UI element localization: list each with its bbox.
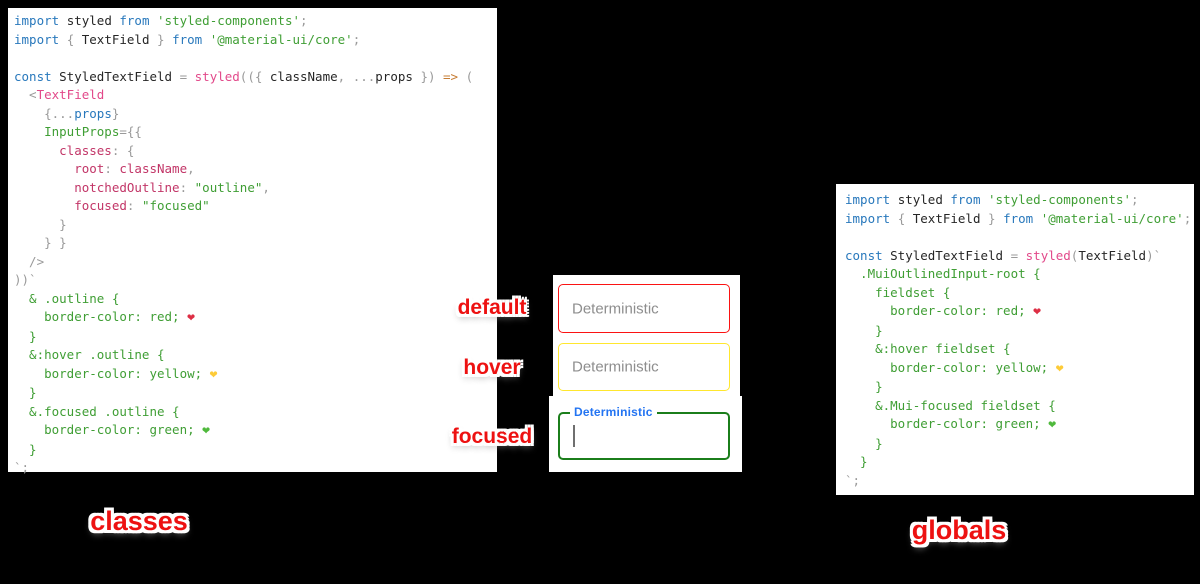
code-line: const StyledTextField = styled(TextField… — [845, 247, 1162, 263]
code-line: notchedOutline: "outline", — [14, 179, 270, 195]
heart-green-icon: ❤ — [202, 423, 210, 438]
state-label-focused: focused — [451, 425, 533, 448]
code-line: fieldset { — [845, 284, 951, 300]
code-line: focused: "focused" — [14, 198, 210, 213]
code-line: border-color: red; ❤ — [14, 309, 195, 325]
code-line: ))` — [14, 272, 37, 287]
code-line: } — [845, 322, 883, 338]
globals-code-panel: import styled from 'styled-components'; i… — [836, 184, 1194, 495]
code-line: & .outline { — [14, 290, 120, 306]
code-line: {...props} — [14, 105, 120, 121]
textfield-focused[interactable]: Deterministic — [558, 405, 730, 460]
code-line: `; — [845, 472, 861, 488]
code-line: border-color: yellow; ❤ — [14, 365, 218, 382]
code-line: } — [14, 385, 37, 400]
text-cursor — [573, 425, 575, 447]
heart-yellow-icon: ❤ — [1055, 360, 1064, 376]
code-line: } — [845, 454, 868, 469]
code-line: } — [845, 435, 883, 451]
code-line: import { TextField } from '@material-ui/… — [14, 31, 361, 47]
code-line: /> — [14, 253, 45, 269]
code-line: border-color: green; ❤ — [14, 422, 210, 438]
code-line — [14, 49, 497, 68]
code-line: InputProps={{ — [14, 124, 142, 139]
code-line: import styled from 'styled-components'; — [14, 13, 308, 28]
state-label-hover: hover — [463, 356, 521, 379]
code-line: &.Mui-focused fieldset { — [845, 397, 1056, 413]
code-line: } — [14, 441, 37, 457]
heart-red-icon: ❤ — [1033, 304, 1041, 319]
code-line: &:hover fieldset { — [845, 341, 1011, 356]
code-line: } } — [14, 235, 67, 250]
code-line: } — [845, 379, 883, 394]
textfield-hover[interactable]: Deterministic — [558, 343, 730, 391]
code-line: `; — [14, 460, 30, 475]
code-line: <TextField — [14, 87, 105, 102]
code-line: .MuiOutlinedInput-root { — [845, 266, 1041, 281]
textfield-default[interactable]: Deterministic — [558, 284, 730, 333]
code-line: root: className, — [14, 161, 195, 176]
code-line: } — [14, 328, 37, 344]
code-line: import { TextField } from '@material-ui/… — [845, 210, 1192, 226]
code-line: &:hover .outline { — [14, 347, 165, 362]
code-line: import styled from 'styled-components'; — [845, 192, 1139, 207]
code-line: border-color: yellow; ❤ — [845, 359, 1064, 376]
code-line: classes: { — [14, 142, 135, 158]
heart-green-icon: ❤ — [1048, 417, 1057, 432]
textfield-placeholder: Deterministic — [572, 358, 659, 376]
code-line: const StyledTextField = styled(({ classN… — [14, 68, 474, 84]
code-line: border-color: green; ❤ — [845, 416, 1057, 432]
caption-globals: globals — [911, 515, 1007, 545]
code-line — [845, 228, 1194, 247]
caption-classes: classes — [90, 506, 188, 536]
heart-yellow-icon: ❤ — [209, 366, 218, 382]
code-line: &.focused .outline { — [14, 403, 180, 419]
code-line: } — [14, 216, 67, 232]
state-label-default: default — [457, 296, 527, 319]
code-line: border-color: red; ❤ — [845, 303, 1041, 319]
textfield-floating-label: Deterministic — [570, 405, 657, 419]
heart-red-icon: ❤ — [187, 310, 195, 325]
classes-code-panel: import styled from 'styled-components'; i… — [8, 8, 497, 475]
textfield-placeholder: Deterministic — [572, 300, 659, 317]
